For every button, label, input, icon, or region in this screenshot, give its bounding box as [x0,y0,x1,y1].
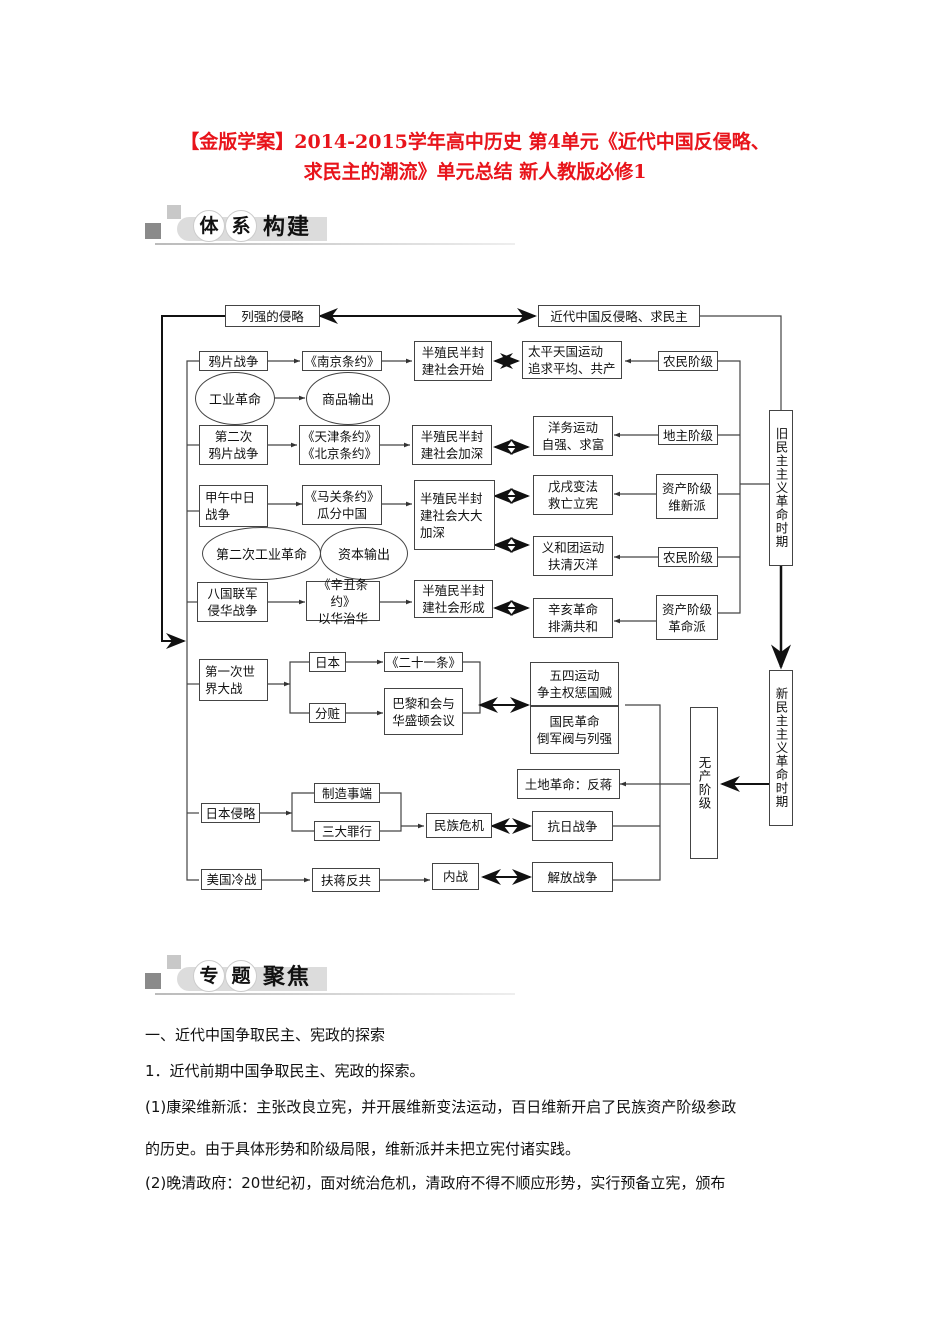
box-second-opium-war: 第二次 鸦片战争 [199,425,268,465]
decor-square [145,973,161,989]
decor-square [167,205,181,219]
header-text: 构建 [263,214,312,240]
oval-capital-export: 资本输出 [320,527,408,580]
header-char-circle: 专 [193,960,225,992]
header-char-circle: 题 [225,960,257,992]
header-char-circle: 系 [225,210,257,242]
box-us-cold-war: 美国冷战 [201,869,262,890]
box-bourgeois-reformists: 资产阶级 维新派 [656,474,718,519]
body-paragraph-2b: 的历史。由于具体形势和阶级局限，维新派并未把立宪付诸实践。 [145,1140,581,1158]
box-new-democratic-period: 新民主主义革命时期 [769,670,793,826]
section-header-system: 体 系 构建 [145,205,515,245]
box-liberation-war: 解放战争 [532,862,613,892]
box-sino-japanese-war: 甲午中日 战争 [199,485,268,527]
box-society-deepen: 半殖民半封 建社会加深 [412,425,492,465]
box-national-revolution: 国民革命 倒军阀与列强 [530,706,619,754]
oval-goods-export: 商品输出 [306,372,390,425]
box-society-greatly-deepen: 半殖民半封 建社会大大 加深 [414,480,495,550]
box-society-formed: 半殖民半封 建社会形成 [414,580,493,618]
box-powers-aggression: 列强的侵略 [225,305,320,327]
box-westernization: 洋务运动 自强、求富 [533,416,613,456]
box-society-start: 半殖民半封 建社会开始 [414,341,492,381]
box-land-revolution: 土地革命：反蒋 [517,769,620,799]
box-treaty-xinchou: 《辛丑条约》 以华治华 [306,577,380,626]
section-header-focus: 专 题 聚焦 [145,955,515,995]
box-boxer-movement: 义和团运动 扶清灭洋 [533,536,613,576]
oval-second-industrial-revolution: 第二次工业革命 [202,527,321,580]
box-japan-invasion: 日本侵略 [201,803,260,823]
box-civil-war: 内战 [432,863,479,890]
body-paragraph-1: 1．近代前期中国争取民主、宪政的探索。 [145,1062,425,1080]
box-treaty-maguan: 《马关条约》 瓜分中国 [302,485,382,525]
box-wuxu-reform: 戊戌变法 救亡立宪 [533,475,613,515]
diagram-connectors [161,308,791,885]
document-title-line2: 求民主的潮流》单元总结 新人教版必修1 [303,161,647,183]
box-landlord-class: 地主阶级 [658,425,718,445]
box-peasant-class-1: 农民阶级 [658,351,718,371]
box-old-democratic-period: 旧民主主义革命时期 [769,410,793,566]
box-anti-japanese-war: 抗日战争 [532,811,613,841]
box-treaty-tianjin-beijing: 《天津条约》 《北京条约》 [299,425,380,465]
box-peasant-class-2: 农民阶级 [658,547,718,567]
decor-underline [155,993,515,995]
header-text: 聚焦 [263,964,312,990]
box-bourgeois-revolutionaries: 资产阶级 革命派 [656,595,718,640]
decor-underline [155,243,515,245]
box-paris-washington: 巴黎和会与 华盛顿会议 [384,688,463,735]
box-may-fourth: 五四运动 争主权惩国贼 [530,662,619,706]
box-xinhai-revolution: 辛亥革命 排满共和 [533,598,613,638]
decor-square [167,955,181,969]
box-support-chiang: 扶蒋反共 [312,868,380,892]
box-treaty-nanjing: 《南京条约》 [302,351,382,371]
box-ww1: 第一次世 界大战 [199,659,268,701]
header-char-circle: 体 [193,210,225,242]
box-reparation-split: 分赃 [309,703,346,723]
body-paragraph-2a: (1)康梁维新派：主张改良立宪，并开展维新变法运动，百日维新开启了民族资产阶级参… [145,1098,737,1116]
box-japan: 日本 [309,652,346,672]
body-paragraph-3: (2)晚清政府：20世纪初，面对统治危机，清政府不得不顺应形势，实行预备立宪，颁… [145,1174,726,1192]
document-title-line1: 【金版学案】2014-2015学年高中历史 第4单元《近代中国反侵略、 [180,131,770,153]
box-proletariat: 无产阶级 [690,707,718,859]
box-taiping: 太平天国运动 追求平均、共产 [522,341,622,379]
box-national-crisis: 民族危机 [426,813,492,838]
body-heading: 一、近代中国争取民主、宪政的探索 [145,1026,386,1044]
decor-square [145,223,161,239]
box-incidents: 制造事端 [314,783,380,803]
box-anti-aggression-democracy: 近代中国反侵略、求民主 [538,305,700,327]
box-three-crimes: 三大罪行 [314,821,380,841]
oval-industrial-revolution: 工业革命 [195,372,275,425]
box-eight-nation-alliance: 八国联军 侵华战争 [197,582,268,622]
box-opium-war: 鸦片战争 [199,351,268,371]
box-twenty-one-demands: 《二十一条》 [384,652,463,672]
